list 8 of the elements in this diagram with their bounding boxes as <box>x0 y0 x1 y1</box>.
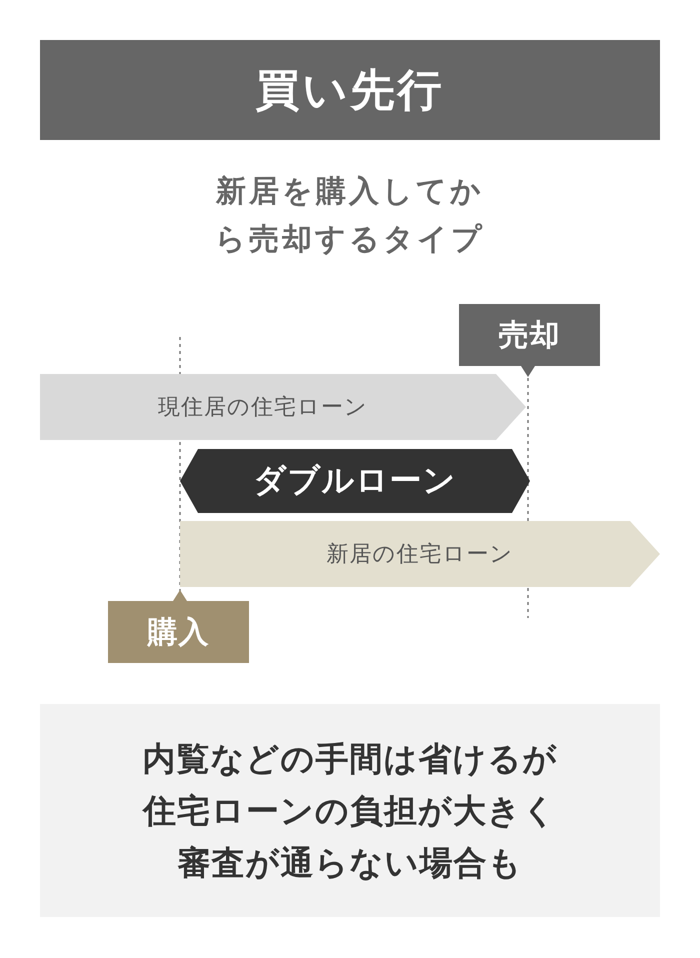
title-banner: 買い先行 <box>40 40 660 140</box>
loan-bar: 現住居の住宅ローン <box>40 374 526 440</box>
subtitle: 新居を購入してから売却するタイプ <box>214 173 486 259</box>
callout-box: 購入 <box>108 590 249 663</box>
note-box: 内覧などの手間は省けるが住宅ローンの負担が大きく審査が通らない場合も <box>40 704 660 917</box>
loan-bar: 新居の住宅ローン <box>180 521 660 587</box>
callout-box: 売却 <box>459 304 600 377</box>
double-loan-bar: ダブルローン <box>180 449 530 513</box>
